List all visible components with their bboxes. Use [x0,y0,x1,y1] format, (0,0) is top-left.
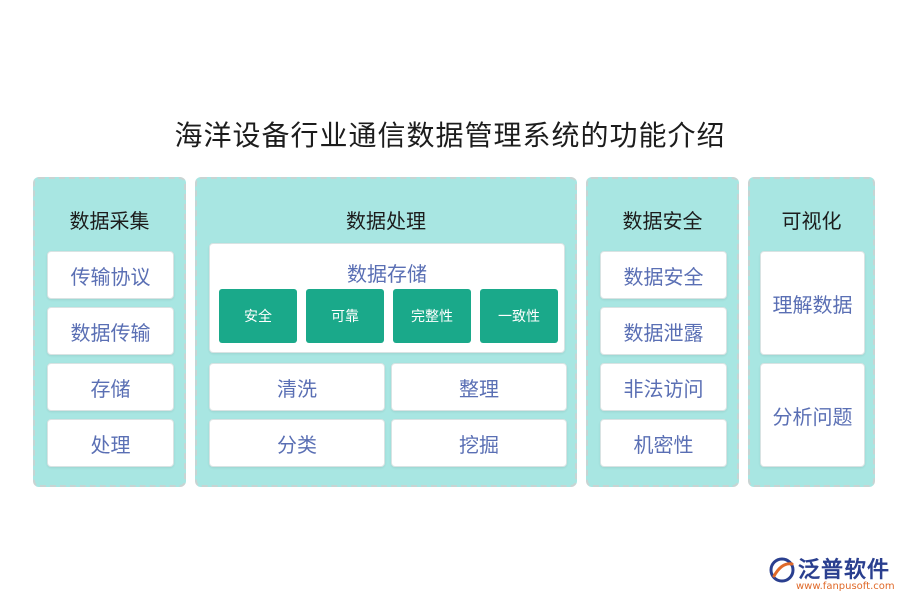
data-storage-label: 数据存储 [347,262,427,286]
chip-consistency: 一致性 [480,289,558,343]
brand-logo: 泛普软件 www.fanpusoft.com [768,552,895,596]
brand-url: www.fanpusoft.com [796,581,895,592]
page-title: 海洋设备行业通信数据管理系统的功能介绍 [174,119,726,152]
chip-secure: 安全 [219,289,297,343]
box-data-security: 数据安全 [600,251,727,299]
box-classification: 分类 [209,419,385,467]
panel-title-data-security: 数据安全 [622,209,703,233]
box-cleaning: 清洗 [209,363,385,411]
box-organizing: 整理 [391,363,567,411]
brand-name: 泛普软件 [798,558,891,583]
box-data-storage: 数据存储 安全 可靠 完整性 一致性 [209,243,565,353]
box-storage: 存储 [47,363,174,411]
chip-reliable: 可靠 [306,289,384,343]
box-data-leakage: 数据泄露 [600,307,727,355]
box-analyze-problem: 分析问题 [760,363,865,467]
box-processing: 处理 [47,419,174,467]
box-confidentiality: 机密性 [600,419,727,467]
box-illegal-access: 非法访问 [600,363,727,411]
panel-data-collection: 数据采集 传输协议 数据传输 存储 处理 [33,177,186,487]
box-transfer-protocol: 传输协议 [47,251,174,299]
panel-visualization: 可视化 理解数据 分析问题 [748,177,875,487]
box-data-transfer: 数据传输 [47,307,174,355]
box-understand-data: 理解数据 [760,251,865,355]
panel-data-security: 数据安全 数据安全 数据泄露 非法访问 机密性 [586,177,739,487]
box-mining: 挖掘 [391,419,567,467]
fanpu-logo-icon [769,557,795,583]
panel-title-data-processing: 数据处理 [346,209,426,233]
panel-data-processing: 数据处理 数据存储 安全 可靠 完整性 一致性 清洗 整理 分类 挖掘 [195,177,577,487]
panel-title-visualization: 可视化 [781,209,842,233]
chip-integrity: 完整性 [393,289,471,343]
panel-title-data-collection: 数据采集 [69,209,150,233]
